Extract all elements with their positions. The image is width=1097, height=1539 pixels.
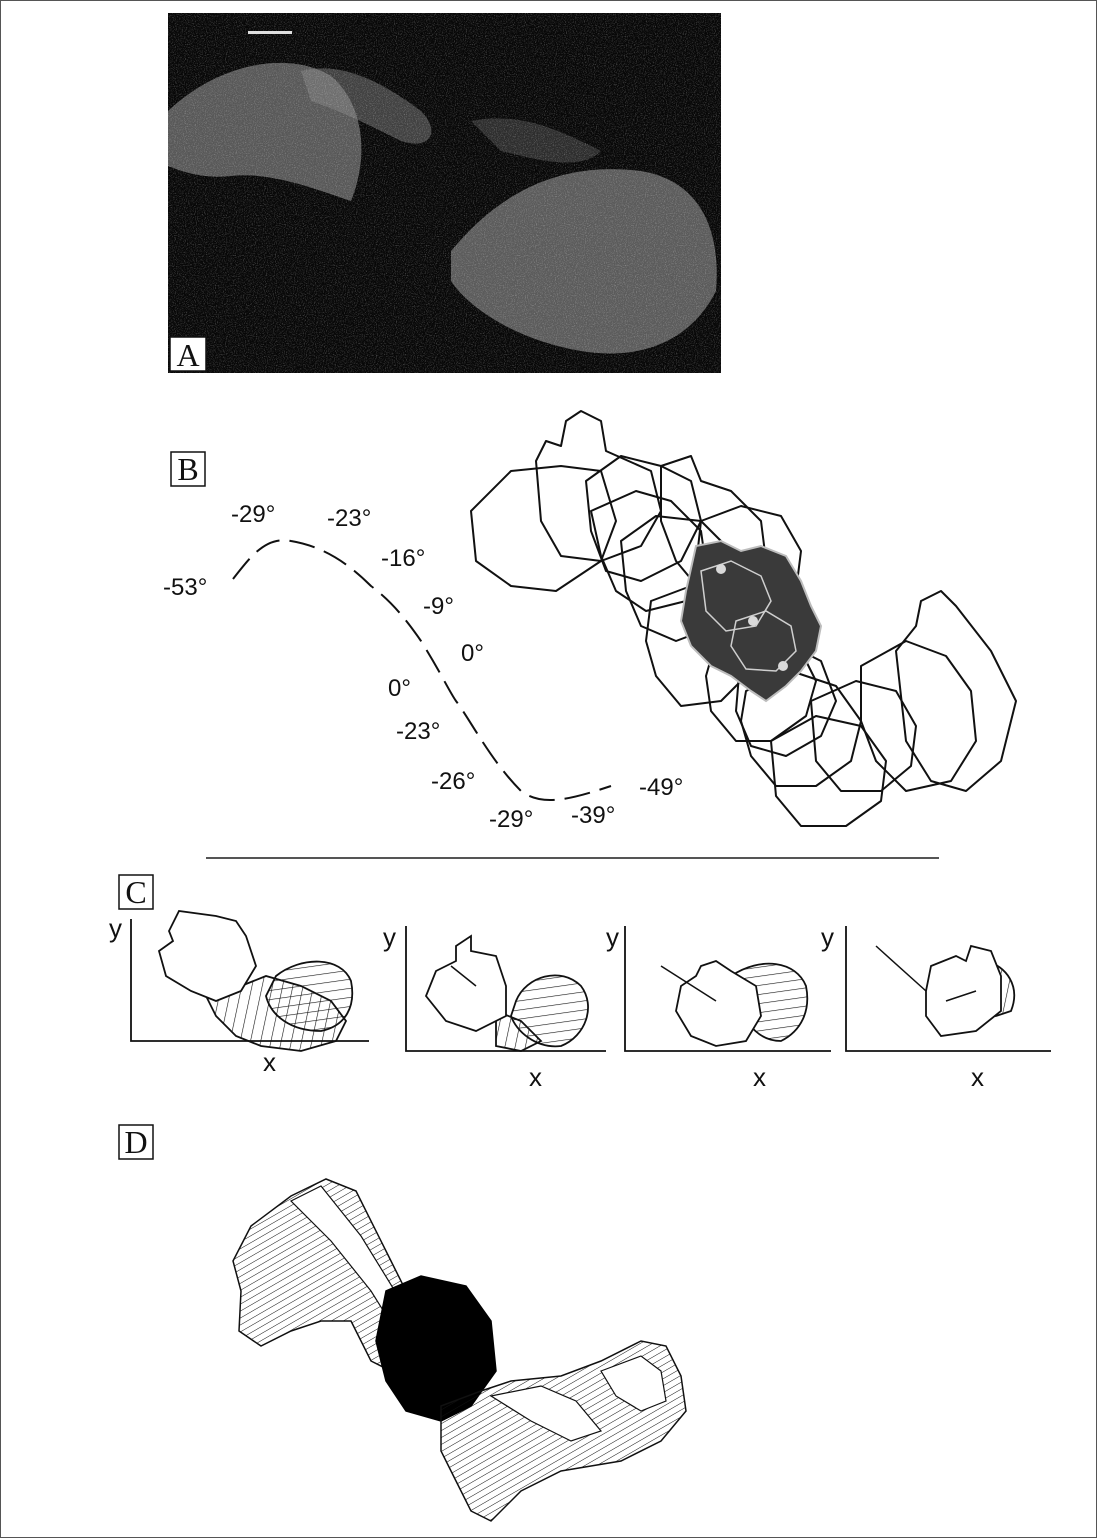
panel-b: B -53° -29° -23° -16° -9° 0° 0° -23° -26… <box>163 411 1016 833</box>
panel-b-label: B <box>177 451 198 487</box>
angle-label: -39° <box>571 802 615 829</box>
xy-plot: y x <box>821 922 1051 1092</box>
trajectory-line <box>233 540 611 800</box>
xy-plot: y x <box>109 911 369 1077</box>
angle-label: -23° <box>396 718 440 745</box>
angle-label: -9° <box>423 593 454 620</box>
x-axis-label: x <box>753 1062 766 1092</box>
scale-bar <box>248 31 292 34</box>
angle-label: -29° <box>231 501 275 528</box>
x-axis-label: x <box>971 1062 984 1092</box>
panel-c-label: C <box>125 874 146 910</box>
panel-d-label: D <box>124 1124 147 1160</box>
y-axis-label: y <box>383 922 396 952</box>
y-axis-label: y <box>821 922 834 952</box>
angle-label: -26° <box>431 768 475 795</box>
angle-label: -16° <box>381 545 425 572</box>
reconstruction-3d <box>233 1179 686 1521</box>
micrograph-texture <box>168 13 721 373</box>
panel-d: D <box>119 1124 686 1521</box>
panel-a-label: A <box>176 337 199 373</box>
angle-label: 0° <box>388 675 411 702</box>
angle-label: 0° <box>461 640 484 667</box>
xy-plot: y x <box>606 922 831 1092</box>
angle-label: -53° <box>163 574 207 601</box>
y-axis-label: y <box>606 922 619 952</box>
angle-label: -49° <box>639 774 683 801</box>
x-axis-label: x <box>263 1047 276 1077</box>
panel-a: A <box>168 13 721 373</box>
x-axis-label: x <box>529 1062 542 1092</box>
angle-label: -29° <box>489 806 533 833</box>
xy-plot: y x <box>383 922 606 1092</box>
angle-label: -23° <box>327 505 371 532</box>
panel-c: C y x y x y x <box>109 874 1051 1092</box>
y-axis-label: y <box>109 913 122 943</box>
